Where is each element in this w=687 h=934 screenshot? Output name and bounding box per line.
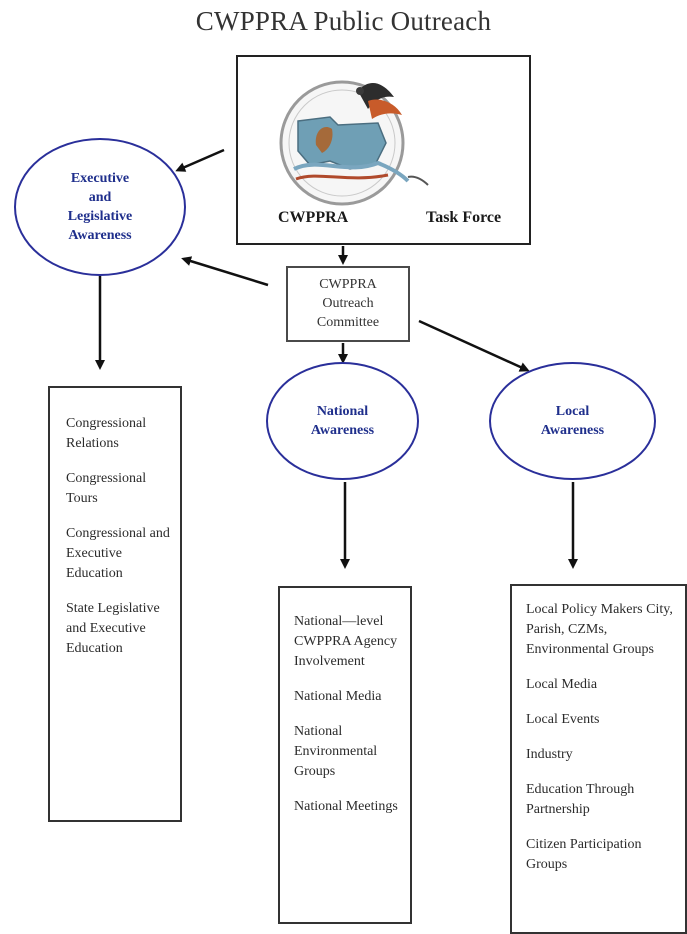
list-item: National Meetings xyxy=(294,799,398,814)
list-item: Congressional Relations xyxy=(66,416,147,451)
local-awareness-label: Local Awareness xyxy=(540,404,605,438)
outreach-committee-label: CWPPRA Outreach Committee xyxy=(316,277,380,330)
local-awareness-ellipse: Local Awareness xyxy=(489,362,656,480)
executive-awareness-label: Executive and Legislative Awareness xyxy=(67,171,133,243)
cwppra-seal-icon xyxy=(279,80,429,206)
executive-awareness-ellipse: Executive and Legislative Awareness xyxy=(14,138,186,276)
task-force-box: CWPPRA Task Force xyxy=(236,55,531,245)
arrow-committee-to-local xyxy=(418,319,530,372)
diagram-title: CWPPRA Public Outreach xyxy=(195,6,492,36)
list-item: State Legislative and Executive Educatio… xyxy=(66,601,160,656)
list-item: Local Policy Makers City, Parish, CZMs, … xyxy=(526,602,673,657)
list-item: National Media xyxy=(294,689,382,704)
national-awareness-label: National Awareness xyxy=(310,404,375,438)
list-item: Local Media xyxy=(526,677,598,692)
arrow-committee-to-executive xyxy=(181,256,269,287)
list-item: Congressional Tours xyxy=(66,471,147,506)
list-item: Local Events xyxy=(526,712,600,727)
outreach-committee-box: CWPPRA Outreach Committee xyxy=(286,266,410,342)
list-item: Education Through Partnership xyxy=(526,782,635,817)
local-list-box: Local Policy Makers City, Parish, CZMs, … xyxy=(510,584,687,934)
list-item: National Environmental Groups xyxy=(294,724,378,779)
list-item: Congressional and Executive Education xyxy=(66,526,170,581)
national-awareness-ellipse: National Awareness xyxy=(266,362,419,480)
arrow-taskforce-to-executive xyxy=(175,148,225,172)
executive-list-box: Congressional Relations Congressional To… xyxy=(48,386,182,822)
list-item: National—level CWPPRA Agency Involvement xyxy=(294,614,398,669)
national-list-box: National—level CWPPRA Agency Involvement… xyxy=(278,586,412,924)
task-force-right-label: Task Force xyxy=(426,209,502,226)
list-item: Citizen Participation Groups xyxy=(526,837,642,872)
task-force-left-label: CWPPRA xyxy=(278,209,349,226)
list-item: Industry xyxy=(526,747,573,762)
